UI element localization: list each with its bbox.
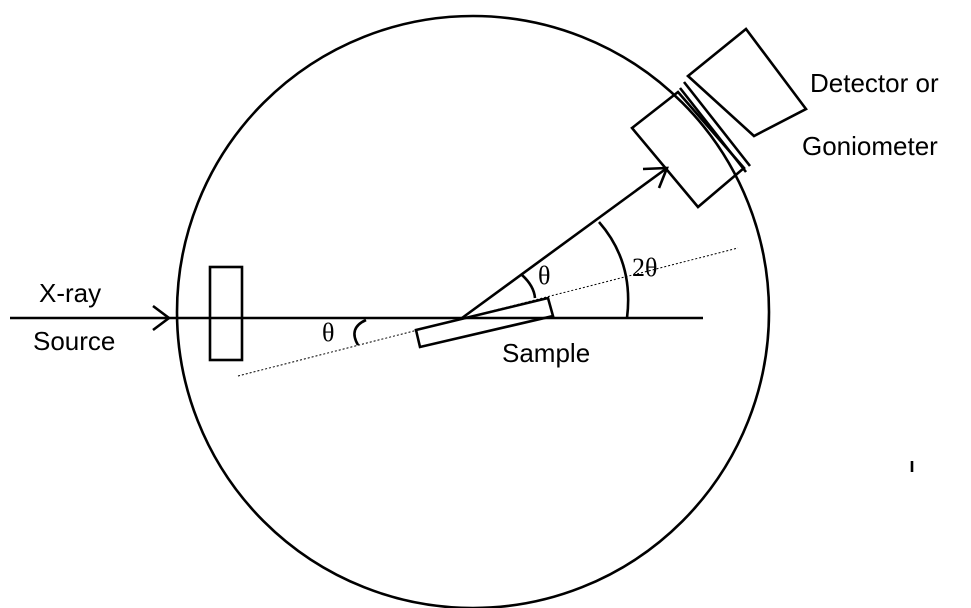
sample-label: Sample bbox=[502, 338, 590, 368]
detector-label: Detector or bbox=[810, 68, 939, 98]
two-theta-label: 2θ bbox=[632, 253, 657, 282]
theta-beam-label: θ bbox=[538, 261, 550, 290]
detector-rear-box bbox=[686, 27, 808, 138]
detector-plate-line-1 bbox=[678, 87, 748, 173]
detector-plate-line-2 bbox=[682, 81, 752, 167]
sample-rectangle bbox=[414, 296, 555, 349]
xray-label: X-ray bbox=[39, 278, 101, 308]
theta-beam-arc bbox=[521, 274, 537, 299]
goniometer-circle bbox=[175, 14, 771, 608]
diffracted-beam-line bbox=[461, 166, 668, 320]
theta-left-arc bbox=[353, 318, 367, 346]
theta-left-label: θ bbox=[322, 318, 334, 347]
incident-beam-arrowhead bbox=[152, 304, 172, 332]
source-label: Source bbox=[33, 326, 115, 356]
goniometer-label: Goniometer bbox=[802, 131, 938, 161]
two-theta-arc bbox=[598, 221, 630, 319]
slit-rectangle bbox=[208, 265, 244, 362]
